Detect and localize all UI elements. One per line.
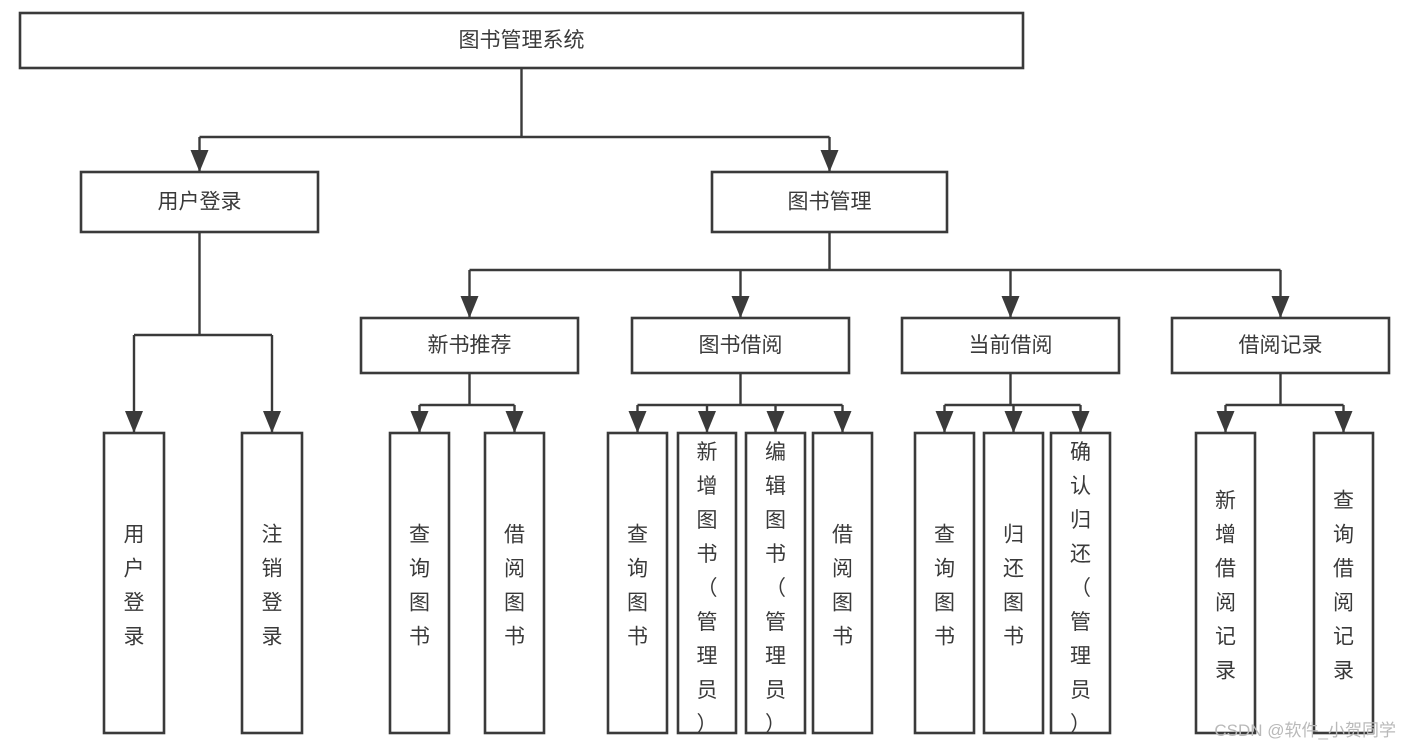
arrow-head-icon	[190, 150, 209, 172]
node-label-borrow-query-book: 查询图书	[627, 524, 648, 649]
node-box-current-query-book	[913, 431, 976, 735]
node-box-borrow-lend-book	[811, 431, 874, 735]
node-current-query-book[interactable]: 查询图书	[913, 431, 976, 735]
node-book-management[interactable]: 图书管理	[710, 170, 949, 234]
node-label-user-login-leaf: 用户登录	[124, 524, 145, 649]
node-new-book-recommend[interactable]: 新书推荐	[359, 316, 580, 375]
node-label-record-query: 查询借阅记录	[1333, 490, 1354, 683]
node-label-record-add: 新增借阅记录	[1215, 490, 1236, 683]
arrow-head-icon	[1004, 411, 1023, 433]
node-label-new-book-recommend: 新书推荐	[428, 334, 512, 357]
arrow-head-icon	[833, 411, 852, 433]
arrow-head-icon	[1001, 296, 1020, 318]
node-label-recommend-borrow-book: 借阅图书	[504, 524, 525, 649]
node-borrow-add-book[interactable]: 新增图书（管理员）	[676, 431, 738, 736]
node-recommend-query-book[interactable]: 查询图书	[388, 431, 451, 735]
node-label-current-borrow: 当前借阅	[969, 334, 1053, 357]
node-box-new-book-recommend	[359, 316, 580, 375]
node-box-borrow-query-book	[606, 431, 669, 735]
arrow-head-icon	[766, 411, 785, 433]
arrow-head-icon	[935, 411, 954, 433]
node-label-recommend-query-book: 查询图书	[409, 524, 430, 649]
node-box-record-add	[1194, 431, 1257, 735]
node-label-borrow-edit-book: 编辑图书（管理员）	[765, 441, 786, 736]
arrow-head-icon	[1216, 411, 1235, 433]
arrow-head-icon	[125, 411, 143, 433]
node-label-current-confirm-return: 确认归还（管理员）	[1070, 441, 1091, 736]
arrow-head-icon	[505, 411, 524, 433]
node-current-borrow[interactable]: 当前借阅	[900, 316, 1121, 375]
node-book-borrow[interactable]: 图书借阅	[630, 316, 851, 375]
node-borrow-edit-book[interactable]: 编辑图书（管理员）	[744, 431, 807, 736]
node-box-user-logout-leaf	[240, 431, 304, 735]
node-box-user-login-leaf	[102, 431, 166, 735]
node-box-current-confirm-return	[1049, 431, 1112, 735]
arrow-head-icon	[1071, 411, 1090, 433]
node-label-book-borrow: 图书借阅	[699, 334, 783, 357]
arrow-head-icon	[820, 150, 839, 172]
node-label-borrow-lend-book: 借阅图书	[832, 524, 853, 649]
node-box-record-query	[1312, 431, 1375, 735]
node-box-user-login	[79, 170, 320, 234]
arrow-head-icon	[460, 296, 479, 318]
arrow-head-icon	[410, 411, 429, 433]
node-box-book-management	[710, 170, 949, 234]
node-label-root: 图书管理系统	[459, 29, 585, 52]
arrow-head-icon	[628, 411, 647, 433]
node-current-confirm-return[interactable]: 确认归还（管理员）	[1049, 431, 1112, 736]
arrow-head-icon	[1271, 296, 1290, 318]
node-label-current-query-book: 查询图书	[934, 524, 955, 649]
node-user-login-leaf[interactable]: 用户登录	[102, 431, 166, 735]
node-box-current-return-book	[982, 431, 1045, 735]
node-label-user-login: 用户登录	[158, 191, 242, 214]
node-label-borrow-record: 借阅记录	[1239, 334, 1323, 357]
node-current-return-book[interactable]: 归还图书	[982, 431, 1045, 735]
node-box-book-borrow	[630, 316, 851, 375]
arrow-head-icon	[263, 411, 281, 433]
node-box-root	[18, 11, 1025, 70]
node-label-current-return-book: 归还图书	[1003, 524, 1024, 649]
node-box-borrow-add-book	[676, 431, 738, 735]
csdn-watermark: CSDN @软件_小贺同学	[1214, 721, 1396, 740]
node-label-borrow-add-book: 新增图书（管理员）	[697, 441, 718, 736]
node-user-logout-leaf[interactable]: 注销登录	[240, 431, 304, 735]
node-borrow-lend-book[interactable]: 借阅图书	[811, 431, 874, 735]
arrow-head-icon	[731, 296, 750, 318]
node-label-book-management: 图书管理	[788, 191, 872, 214]
node-borrow-record[interactable]: 借阅记录	[1170, 316, 1391, 375]
arrow-head-icon	[1334, 411, 1353, 433]
node-label-user-logout-leaf: 注销登录	[262, 524, 283, 649]
node-root[interactable]: 图书管理系统	[18, 11, 1025, 70]
node-box-recommend-borrow-book	[483, 431, 546, 735]
node-box-current-borrow	[900, 316, 1121, 375]
node-user-login[interactable]: 用户登录	[79, 170, 320, 234]
node-box-recommend-query-book	[388, 431, 451, 735]
node-box-borrow-record	[1170, 316, 1391, 375]
node-box-borrow-edit-book	[744, 431, 807, 735]
node-record-query[interactable]: 查询借阅记录	[1312, 431, 1375, 735]
node-recommend-borrow-book[interactable]: 借阅图书	[483, 431, 546, 735]
node-borrow-query-book[interactable]: 查询图书	[606, 431, 669, 735]
node-layer: 图书管理系统用户登录用户登录注销登录图书管理新书推荐查询图书借阅图书图书借阅查询…	[18, 11, 1391, 736]
node-record-add[interactable]: 新增借阅记录	[1194, 431, 1257, 735]
connector-layer	[125, 68, 1353, 433]
arrow-head-icon	[698, 411, 716, 433]
